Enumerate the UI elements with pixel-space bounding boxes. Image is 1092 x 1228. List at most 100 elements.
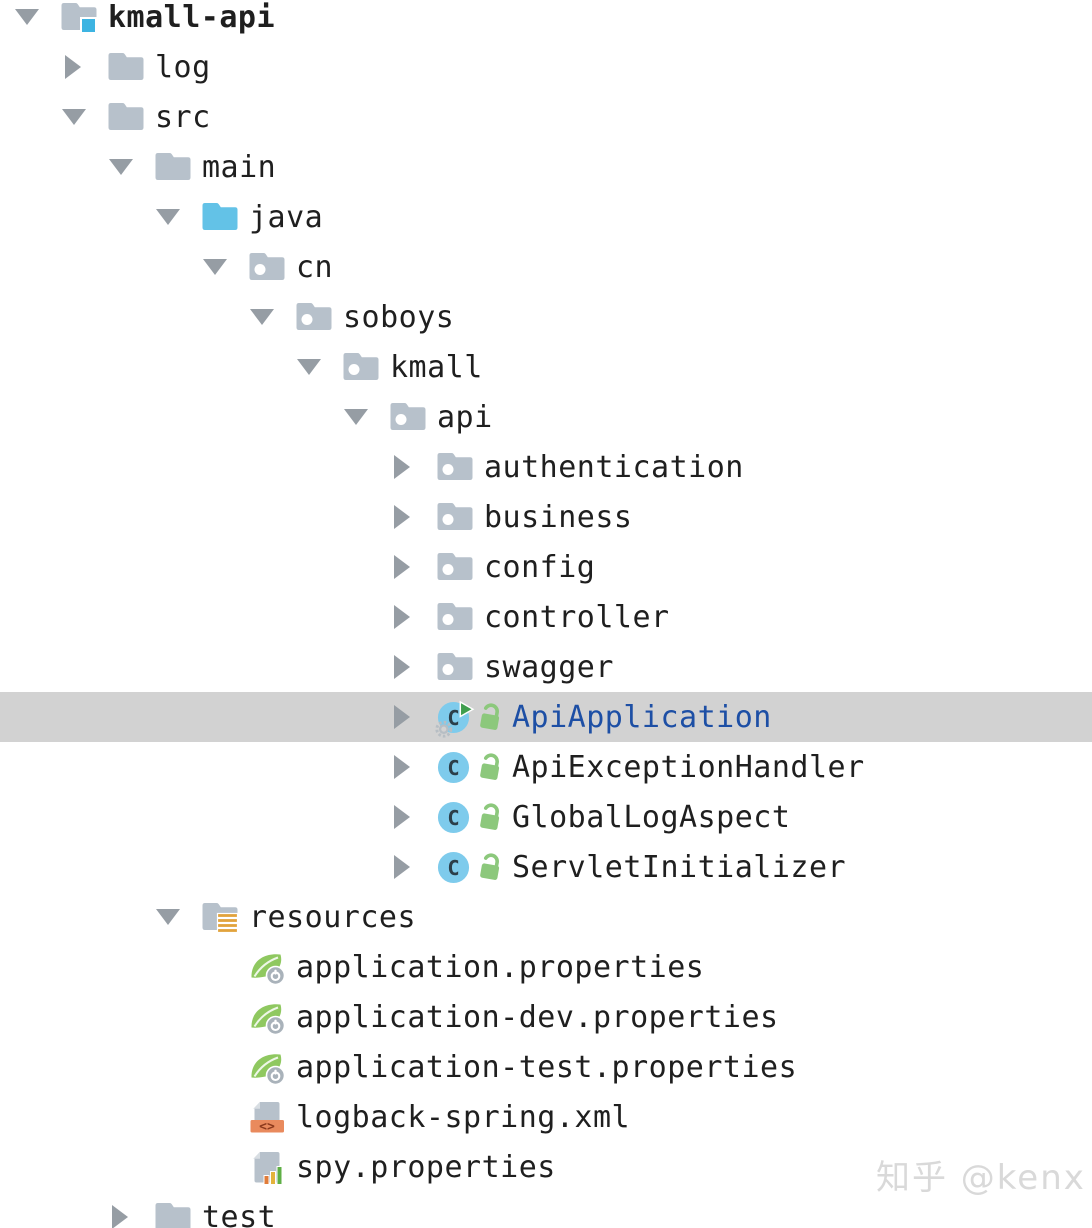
tree-row[interactable]: spy.properties (0, 1142, 1092, 1192)
collapsed-arrow-icon[interactable] (388, 504, 436, 530)
tree-row[interactable]: cn (0, 242, 1092, 292)
tree-row[interactable]: <> logback-spring.xml (0, 1092, 1092, 1142)
tree-item-label: java (249, 199, 324, 235)
tree-item-label: ServletInitializer (512, 849, 847, 885)
tree-item-label: GlobalLogAspect (512, 799, 791, 835)
collapsed-arrow-icon[interactable] (388, 754, 436, 780)
tree-row[interactable]: src (0, 92, 1092, 142)
tree-row[interactable]: soboys (0, 292, 1092, 342)
java-source-folder-icon (201, 199, 239, 235)
expanded-arrow-icon[interactable] (200, 256, 248, 278)
expanded-arrow-icon[interactable] (59, 106, 107, 128)
expanded-arrow-icon[interactable] (106, 156, 154, 178)
tree-row[interactable]: authentication (0, 442, 1092, 492)
project-folder-icon (60, 0, 98, 35)
tree-item-label: business (484, 499, 633, 535)
package-icon (389, 399, 427, 435)
package-icon (248, 249, 286, 285)
tree-item-label: test (202, 1199, 277, 1228)
package-icon (436, 549, 474, 585)
tree-item-label: spy.properties (296, 1149, 556, 1185)
properties-file-icon (248, 1149, 286, 1185)
tree-row[interactable]: kmall (0, 342, 1092, 392)
spring-properties-icon (248, 1048, 286, 1086)
tree-row[interactable]: C GlobalLogAspect (0, 792, 1092, 842)
package-icon (436, 599, 474, 635)
collapsed-arrow-icon[interactable] (388, 554, 436, 580)
tree-item-label: application-test.properties (296, 1049, 798, 1085)
svg-text:<>: <> (259, 1120, 275, 1135)
tree-row[interactable]: java (0, 192, 1092, 242)
tree-row[interactable]: resources (0, 892, 1092, 942)
expanded-arrow-icon[interactable] (153, 906, 201, 928)
tree-item-label: kmall-api (108, 0, 276, 35)
lock-icon (476, 701, 504, 733)
tree-item-label: authentication (484, 449, 744, 485)
spring-properties-icon (248, 998, 286, 1036)
svg-text:C: C (447, 805, 459, 829)
class-icon: C (436, 800, 471, 835)
tree-row[interactable]: C ApiExceptionHandler (0, 742, 1092, 792)
tree-row[interactable]: api (0, 392, 1092, 442)
tree-item-label: main (202, 149, 277, 185)
tree-row[interactable]: test (0, 1192, 1092, 1228)
package-icon (342, 349, 380, 385)
tree-item-label: log (155, 49, 211, 85)
collapsed-arrow-icon[interactable] (388, 604, 436, 630)
tree-row[interactable]: business (0, 492, 1092, 542)
class-icon: C (436, 850, 471, 885)
tree-item-label: controller (484, 599, 670, 635)
expanded-arrow-icon[interactable] (153, 206, 201, 228)
package-icon (436, 499, 474, 535)
tree-item-label: src (155, 99, 211, 135)
tree-row[interactable]: main (0, 142, 1092, 192)
folder-icon (154, 149, 192, 185)
expanded-arrow-icon[interactable] (341, 406, 389, 428)
package-icon (295, 299, 333, 335)
collapsed-arrow-icon[interactable] (388, 454, 436, 480)
package-icon (436, 449, 474, 485)
tree-row[interactable]: config (0, 542, 1092, 592)
tree-row[interactable]: application-dev.properties (0, 992, 1092, 1042)
tree-item-label: kmall (390, 349, 483, 385)
tree-row[interactable]: log (0, 42, 1092, 92)
tree-item-label: application.properties (296, 949, 705, 985)
tree-item-label: logback-spring.xml (296, 1099, 631, 1135)
tree-row[interactable]: swagger (0, 642, 1092, 692)
lock-icon (476, 751, 504, 783)
package-icon (436, 649, 474, 685)
tree-item-label: config (484, 549, 596, 585)
tree-row[interactable]: application.properties (0, 942, 1092, 992)
runnable-class-icon: C (435, 700, 475, 738)
tree-item-label: api (437, 399, 493, 435)
expanded-arrow-icon[interactable] (12, 6, 60, 28)
tree-row[interactable]: application-test.properties (0, 1042, 1092, 1092)
collapsed-arrow-icon[interactable] (388, 704, 436, 730)
spring-properties-icon (248, 948, 286, 986)
watermark: 知乎 @kenx (876, 1158, 1086, 1198)
tree-item-label: swagger (484, 649, 614, 685)
tree-item-label: ApiExceptionHandler (512, 749, 865, 785)
tree-row[interactable]: C ServletInitializer (0, 842, 1092, 892)
tree-row[interactable]: controller (0, 592, 1092, 642)
collapsed-arrow-icon[interactable] (388, 804, 436, 830)
folder-icon (107, 99, 145, 135)
tree-item-label: resources (249, 899, 417, 935)
tree-row[interactable]: kmall-api (0, 0, 1092, 42)
tree-item-label: ApiApplication (512, 699, 772, 735)
lock-icon (476, 801, 504, 833)
xml-file-icon: <> (248, 1099, 286, 1135)
tree-row[interactable]: C ApiApplication (0, 692, 1092, 742)
tree-item-label: application-dev.properties (296, 999, 779, 1035)
svg-text:C: C (447, 705, 459, 729)
expanded-arrow-icon[interactable] (294, 356, 342, 378)
collapsed-arrow-icon[interactable] (388, 854, 436, 880)
collapsed-arrow-icon[interactable] (388, 654, 436, 680)
tree-item-label: cn (296, 249, 334, 285)
class-icon: C (436, 750, 471, 785)
expanded-arrow-icon[interactable] (247, 306, 295, 328)
collapsed-arrow-icon[interactable] (59, 54, 107, 80)
collapsed-arrow-icon[interactable] (106, 1204, 154, 1228)
